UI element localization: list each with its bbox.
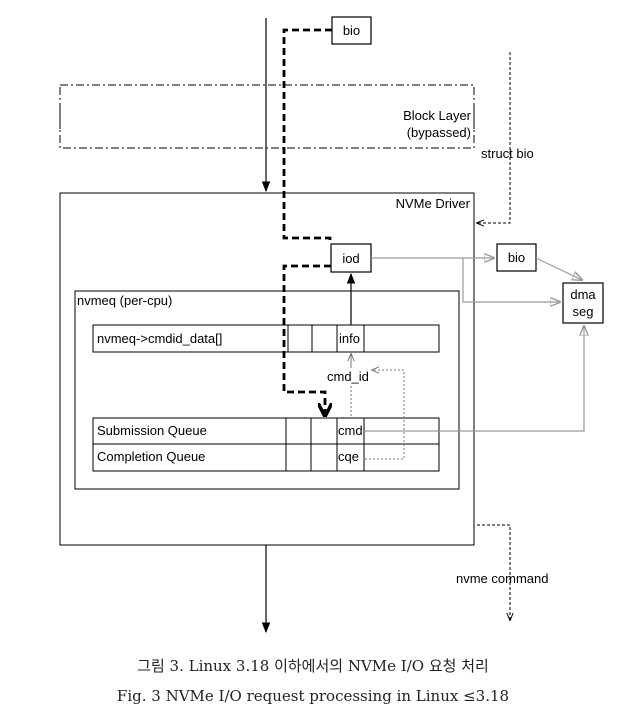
iod-box [330,243,372,273]
nvme-command-path [477,524,510,620]
bio-to-dma-link [535,257,582,280]
cqe-to-cmd-id-loop [365,370,405,460]
iod-to-dma-link [462,258,560,302]
cqe-cell-label: cqe [338,449,359,464]
nvmeq-box [74,290,460,490]
bio-top-label: bio [343,23,360,38]
cmdid-data-row [92,324,440,353]
bio-right-box [496,243,537,272]
nvme-driver-box [59,192,475,546]
bio-top-box [331,16,372,45]
iod-to-cmd-path [282,264,331,414]
nvme-command-label: nvme command [456,571,548,586]
info-cell-label: info [339,331,360,346]
bio-to-iod-path [282,28,332,244]
caption-english: Fig. 3 NVMe I/O request processing in Li… [117,687,509,705]
submission-queue-label: Submission Queue [97,423,207,438]
cmd-to-dma-link [365,326,584,432]
block-layer-label-line2: (bypassed) [407,125,471,140]
nvmeq-label: nvmeq (per-cpu) [77,293,172,308]
completion-queue-row [92,443,440,472]
dma-seg-label-line1: dma [570,287,596,302]
caption-korean: 그림 3. Linux 3.18 이하에서의 NVMe I/O 요청 처리 [137,657,489,675]
cmd-id-label: cmd_id [327,369,369,384]
struct-bio-path [477,52,511,223]
cmd-cell-label: cmd [338,423,363,438]
cmdid-data-label: nvmeq->cmdid_data[] [97,331,222,346]
iod-label: iod [342,251,359,266]
bio-right-label: bio [508,250,525,265]
nvme-driver-label: NVMe Driver [396,196,471,211]
dma-seg-label-line2: seg [573,304,594,319]
block-layer-label-line1: Block Layer [403,108,472,123]
completion-queue-label: Completion Queue [97,449,205,464]
dma-seg-box [562,282,604,324]
block-layer-box [59,84,475,149]
struct-bio-label: struct bio [481,146,534,161]
